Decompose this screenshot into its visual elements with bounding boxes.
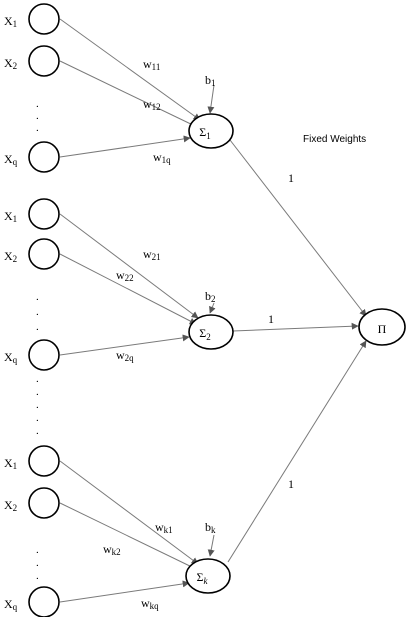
- weight-label-wkq: wkq: [141, 596, 159, 611]
- sum-symbol-2: Σ2: [199, 326, 210, 342]
- edge-sum2-product: [232, 322, 359, 332]
- input-label-xq-group1: Xq: [4, 152, 18, 167]
- fixed-weight-label-k: 1: [288, 477, 294, 491]
- edge-b2-sum2: [209, 302, 216, 314]
- input-node-xq-groupk: [28, 586, 60, 617]
- weight-label-w12: w12: [143, 97, 161, 112]
- input-node-x1-groupk: [28, 445, 60, 477]
- input-label-x1-group2: X1: [4, 209, 17, 224]
- svg-text:.: .: [36, 544, 39, 556]
- svg-text:.: .: [36, 98, 39, 110]
- input-node-x1-group1: [28, 3, 60, 35]
- svg-text:.: .: [36, 386, 39, 398]
- weight-label-w22: w22: [116, 268, 134, 283]
- fixed-weights-caption: Fixed Weights: [303, 134, 366, 145]
- input-node-xq-group2: [28, 339, 60, 371]
- svg-text:.: .: [36, 306, 39, 318]
- input-node-x2-group1: [28, 45, 60, 77]
- sum-node-2: [188, 314, 234, 350]
- edge-bk-sumk: [207, 534, 215, 557]
- edge-x2-sum2: [59, 253, 197, 325]
- svg-text:.: .: [36, 373, 39, 385]
- edge-xq-sumk: [59, 580, 190, 603]
- weight-label-wk2: wk2: [103, 542, 121, 557]
- input-label-x1-groupk: X1: [4, 456, 17, 471]
- bias-label-b1: b1: [205, 73, 216, 88]
- weight-label-w1q: w1q: [153, 150, 171, 165]
- svg-text:.: .: [36, 122, 39, 134]
- weight-label-w11: w11: [143, 57, 160, 72]
- sum-node-1: [188, 113, 234, 149]
- ellipsis-dots: . . . . . . . . . . . . . .: [36, 98, 39, 582]
- input-node-xq-group1: [28, 141, 60, 173]
- edge-x2-sum1: [59, 60, 198, 128]
- svg-text:.: .: [36, 557, 39, 569]
- edge-xq-sum2: [59, 334, 190, 356]
- input-node-x2-group2: [28, 238, 60, 270]
- fixed-weight-label-2: 1: [268, 312, 274, 326]
- edge-x1-sum1: [59, 18, 201, 121]
- edge-x1-sumk: [59, 460, 199, 565]
- edge-sumk-product: [227, 340, 367, 563]
- svg-text:.: .: [36, 412, 39, 424]
- edge-b1-sum1: [207, 84, 215, 114]
- svg-text:.: .: [36, 399, 39, 411]
- product-node: [358, 308, 406, 346]
- input-label-xq-groupk: Xq: [4, 597, 18, 612]
- svg-text:.: .: [36, 291, 39, 303]
- input-label-x1-group1: X1: [4, 14, 17, 29]
- svg-text:.: .: [36, 321, 39, 333]
- svg-text:.: .: [36, 425, 39, 437]
- input-label-xq-group2: Xq: [4, 350, 18, 365]
- edge-x1-sum2: [59, 213, 199, 319]
- svg-text:.: .: [36, 570, 39, 582]
- input-node-x2-groupk: [28, 487, 60, 519]
- svg-text:.: .: [36, 110, 39, 122]
- bias-label-b2: b2: [205, 289, 216, 304]
- edge-x2-sumk: [59, 502, 197, 570]
- edge-xq-sum1: [59, 135, 191, 158]
- fixed-weight-label-1: 1: [288, 171, 294, 185]
- input-label-x2-group1: X2: [4, 56, 17, 71]
- weight-label-wk1: wk1: [155, 520, 173, 535]
- sum-symbol-k: Σk: [197, 570, 209, 586]
- input-label-x2-groupk: X2: [4, 498, 17, 513]
- bias-label-bk: bk: [205, 520, 216, 535]
- input-node-x1-group2: [28, 198, 60, 230]
- input-label-x2-group2: X2: [4, 249, 17, 264]
- sum-symbol-1: Σ1: [199, 125, 210, 141]
- product-symbol: Π: [378, 322, 387, 336]
- weight-label-w21: w21: [143, 247, 161, 262]
- weight-label-w2q: w2q: [116, 348, 134, 363]
- edge-sum1-product: [229, 139, 367, 317]
- sum-node-k: [185, 558, 231, 594]
